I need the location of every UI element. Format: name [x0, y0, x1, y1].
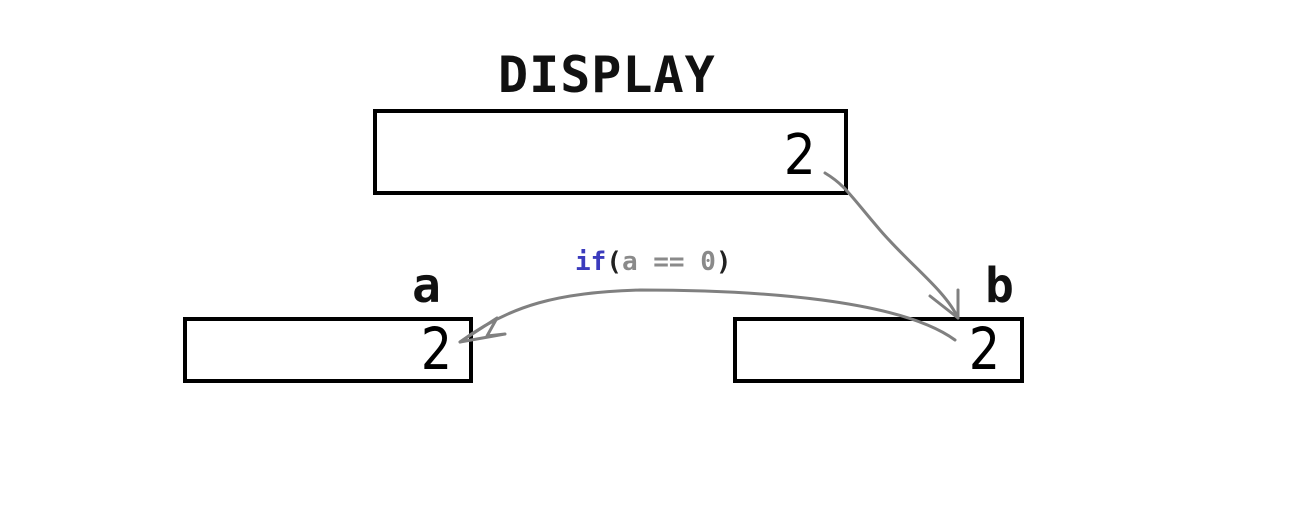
variable-a-box	[183, 317, 473, 383]
display-title: DISPLAY	[498, 46, 716, 104]
display-value: 2	[783, 123, 816, 188]
condition-paren-close: )	[715, 247, 732, 277]
condition-paren-open: (	[606, 247, 622, 277]
variable-a-value: 2	[420, 315, 453, 383]
variable-b-label: b	[985, 258, 1014, 314]
condition-label: if(a == 0)	[575, 249, 732, 275]
condition-expression: a == 0	[621, 247, 716, 277]
arrow-b-to-a-icon	[458, 288, 957, 344]
arrow-display-to-b-icon	[823, 171, 960, 320]
variable-b-value: 2	[968, 315, 1001, 383]
variable-a-label: a	[412, 258, 441, 314]
variable-b-box	[733, 317, 1024, 383]
condition-keyword: if	[575, 247, 607, 277]
display-box	[373, 109, 848, 195]
